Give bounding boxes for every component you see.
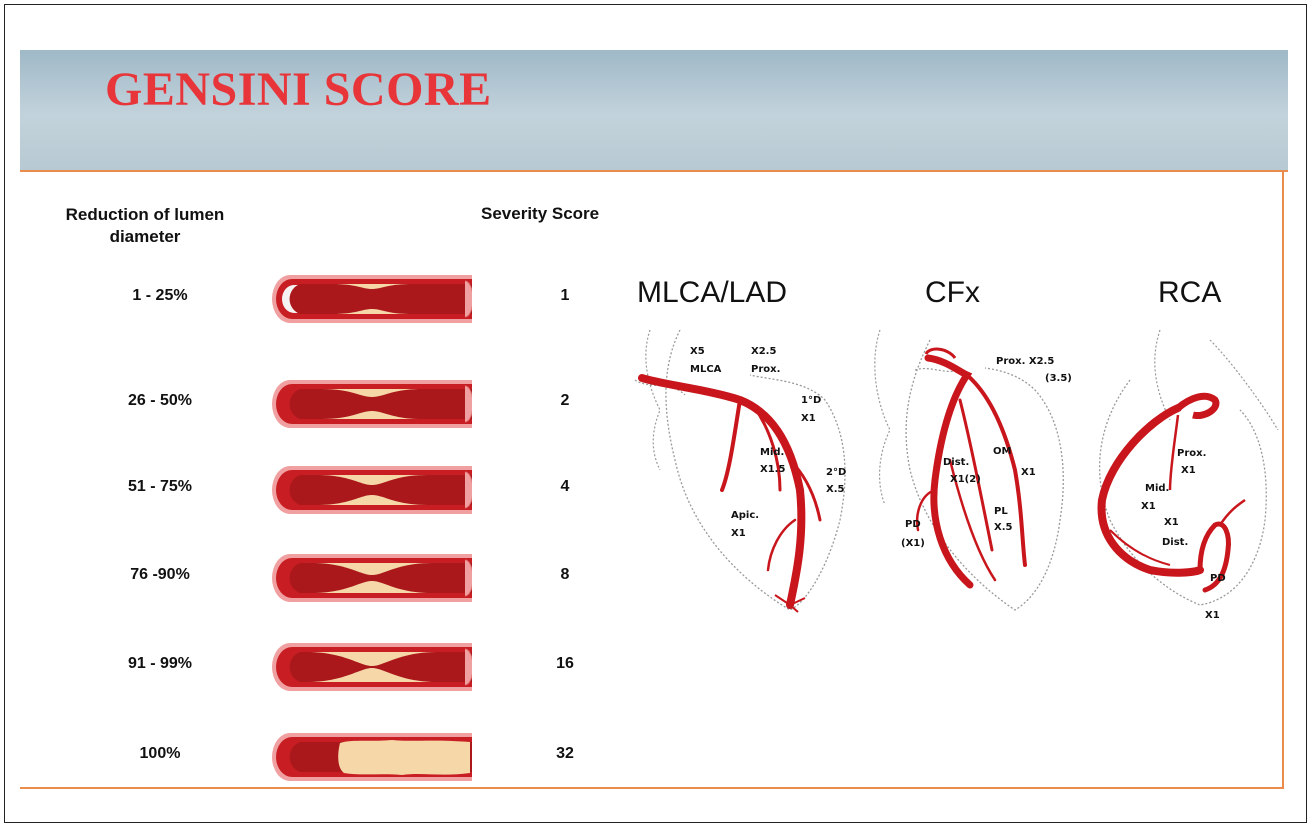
rca-heading: RCA	[1158, 276, 1221, 310]
reduction-label: 100%	[100, 745, 220, 763]
rca-label: PD	[1210, 573, 1226, 584]
severity-score: 1	[535, 287, 595, 305]
reduction-header-line1: Reduction of lumen	[40, 204, 250, 226]
reduction-label: 76 -90%	[100, 566, 220, 584]
rca-label: X1	[1141, 501, 1156, 512]
rca-label: X1	[1205, 610, 1220, 621]
rca-label: X1	[1164, 517, 1179, 528]
severity-score: 8	[535, 566, 595, 584]
lad-label: 1°D	[801, 395, 821, 406]
cfx-label: OM	[993, 446, 1012, 457]
right-border-line	[1282, 172, 1284, 787]
cfx-label: PL	[994, 506, 1008, 517]
severity-score: 4	[535, 478, 595, 496]
lad-heading: MLCA/LAD	[637, 276, 787, 310]
lad-label: Prox.	[751, 364, 780, 375]
severity-score: 32	[535, 745, 595, 763]
cfx-label: (3.5)	[1045, 373, 1072, 384]
coronary-artery-diagrams: X5 MLCA X2.5 Prox. 1°D X1 Mid. X1.5 2°D …	[630, 320, 1280, 630]
lad-label: MLCA	[690, 364, 722, 375]
severity-score: 16	[535, 655, 595, 673]
lad-label: Mid.	[760, 447, 784, 458]
vessel-stenosis-26-50-icon	[272, 380, 472, 428]
vessel-occlusion-100-icon	[272, 733, 472, 781]
cfx-label: X1(2)	[950, 474, 981, 485]
cfx-label: Dist.	[943, 457, 969, 468]
vessel-stenosis-51-75-icon	[272, 466, 472, 514]
vessel-stenosis-1-25-icon	[272, 275, 472, 323]
banner-divider	[20, 170, 1288, 172]
severity-column-header: Severity Score	[481, 204, 599, 224]
title-banner: GENSINI SCORE	[20, 50, 1288, 170]
reduction-label: 1 - 25%	[100, 287, 220, 305]
rca-label: X1	[1181, 465, 1196, 476]
cfx-heading: CFx	[925, 276, 980, 310]
rca-heart-diagram: Prox. X1 Mid. X1 X1 Dist. PD X1	[1100, 330, 1278, 621]
rca-label: Dist.	[1162, 537, 1188, 548]
reduction-label: 26 - 50%	[100, 392, 220, 410]
lad-label: X.5	[826, 484, 845, 495]
vessel-stenosis-76-90-icon	[272, 554, 472, 602]
cfx-label: Prox. X2.5	[996, 356, 1054, 367]
cfx-label: PD	[905, 519, 921, 530]
rca-label: Prox.	[1177, 448, 1206, 459]
slide-title: GENSINI SCORE	[105, 62, 492, 117]
reduction-header-line2: diameter	[40, 226, 250, 248]
severity-score: 2	[535, 392, 595, 410]
reduction-column-header: Reduction of lumen diameter	[40, 204, 250, 248]
lad-label: X1	[801, 413, 816, 424]
lad-label: 2°D	[826, 467, 846, 478]
cfx-label: X.5	[994, 522, 1013, 533]
bottom-border-line	[20, 787, 1284, 789]
lad-label: Apic.	[731, 510, 759, 521]
rca-label: Mid.	[1145, 483, 1169, 494]
lad-label: X2.5	[751, 346, 776, 357]
vessel-stenosis-91-99-icon	[272, 643, 472, 691]
lad-heart-diagram: X5 MLCA X2.5 Prox. 1°D X1 Mid. X1.5 2°D …	[635, 330, 846, 612]
lad-label: X1.5	[760, 464, 785, 475]
cfx-heart-diagram: Prox. X2.5 (3.5) OM X1 Dist. X1(2) PL X.…	[875, 330, 1072, 610]
lad-label: X1	[731, 528, 746, 539]
lad-label: X5	[690, 346, 705, 357]
cfx-label: X1	[1021, 467, 1036, 478]
reduction-label: 51 - 75%	[100, 478, 220, 496]
reduction-label: 91 - 99%	[100, 655, 220, 673]
cfx-label: (X1)	[901, 538, 925, 549]
